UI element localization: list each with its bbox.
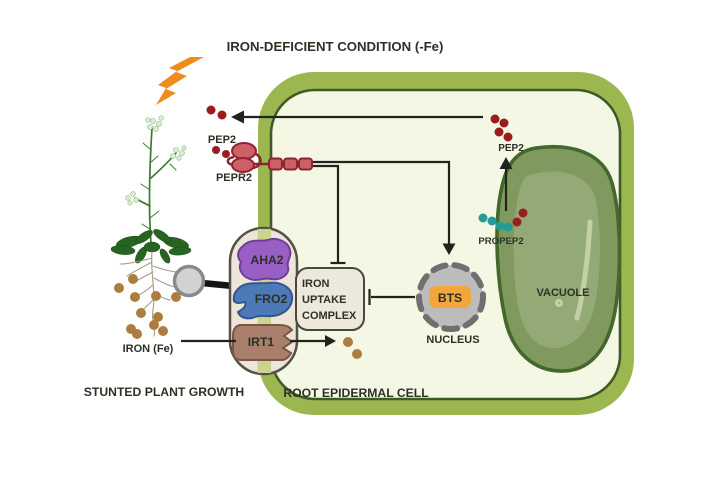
receptor-kinase-domain [231, 157, 255, 173]
complex-line2: UPTAKE [302, 294, 346, 306]
rosette-leaves [110, 229, 192, 264]
irt1-protein [232, 324, 294, 361]
receptor-ectodomain [231, 142, 257, 160]
vacuole-label: VACUOLE [537, 287, 590, 299]
diagram-title: IRON-DEFICIENT CONDITION (-Fe) [227, 39, 444, 54]
complex-line3: COMPLEX [302, 310, 357, 322]
bts-box [429, 286, 471, 308]
membrane-protein-capsule: AHA2 FRO2 IRT1 [228, 226, 299, 376]
vacuole: VACUOLE [495, 144, 622, 373]
fro2-label: FRO2 [255, 292, 288, 306]
stunted-plant-growth-label: STUNTED PLANT GROWTH [84, 385, 244, 399]
receptor-segment [298, 157, 313, 171]
propep2-arrowhead [499, 157, 513, 169]
vacuole-streak [574, 219, 593, 321]
iron-uptake-complex: IRON UPTAKE COMPLEX [295, 267, 365, 331]
iron-fe-label: IRON (Fe) [123, 343, 174, 355]
pepr2-receptor-region: PEP2 PEPR2 [206, 105, 313, 184]
soil-iron-dots [114, 274, 181, 339]
complex-box [295, 267, 365, 331]
nucleus: BTS NUCLEUS [416, 262, 486, 346]
flower-cluster [170, 145, 187, 161]
magnifier-handle [201, 279, 234, 290]
pep2-inside-label: PEP2 [498, 143, 524, 154]
receptor-segment [283, 157, 298, 171]
flower-cluster [125, 191, 139, 206]
aha2-label: AHA2 [250, 253, 283, 267]
magnifier-lens [172, 264, 206, 298]
nucleus-arrowhead [442, 243, 456, 255]
signal-arrows [181, 110, 513, 347]
pep2-outside-label: PEP2 [208, 134, 236, 146]
cytosol-iron-dots [343, 337, 362, 359]
propep2-label: PROPEP2 [478, 236, 523, 247]
pepr2-inhibit-line [312, 164, 340, 262]
lightning-bolt-icon [156, 57, 204, 105]
propep2-region: PROPEP2 [478, 208, 528, 247]
nuclear-envelope [416, 262, 486, 332]
magnifier [172, 264, 234, 298]
pepr2-label: PEPR2 [216, 172, 252, 184]
nucleus-label: NUCLEUS [426, 334, 479, 346]
vacuole-glint [555, 299, 563, 307]
irt1-label: IRT1 [248, 335, 275, 349]
fro2-protein [232, 281, 294, 320]
receptor-segment [268, 157, 283, 171]
complex-line1: IRON [302, 278, 330, 290]
iron-arrowhead [325, 335, 336, 347]
bts-label: BTS [438, 291, 462, 305]
pep2-export-arrowhead [231, 110, 244, 124]
aha2-protein [237, 238, 292, 281]
pepr2-to-nucleus-line [312, 160, 451, 245]
pep2-inside-region: PEP2 [490, 114, 524, 154]
flower-cluster [145, 115, 164, 132]
stunted-plant [110, 115, 192, 337]
cell-label: ROOT EPIDERMAL CELL [283, 386, 429, 400]
